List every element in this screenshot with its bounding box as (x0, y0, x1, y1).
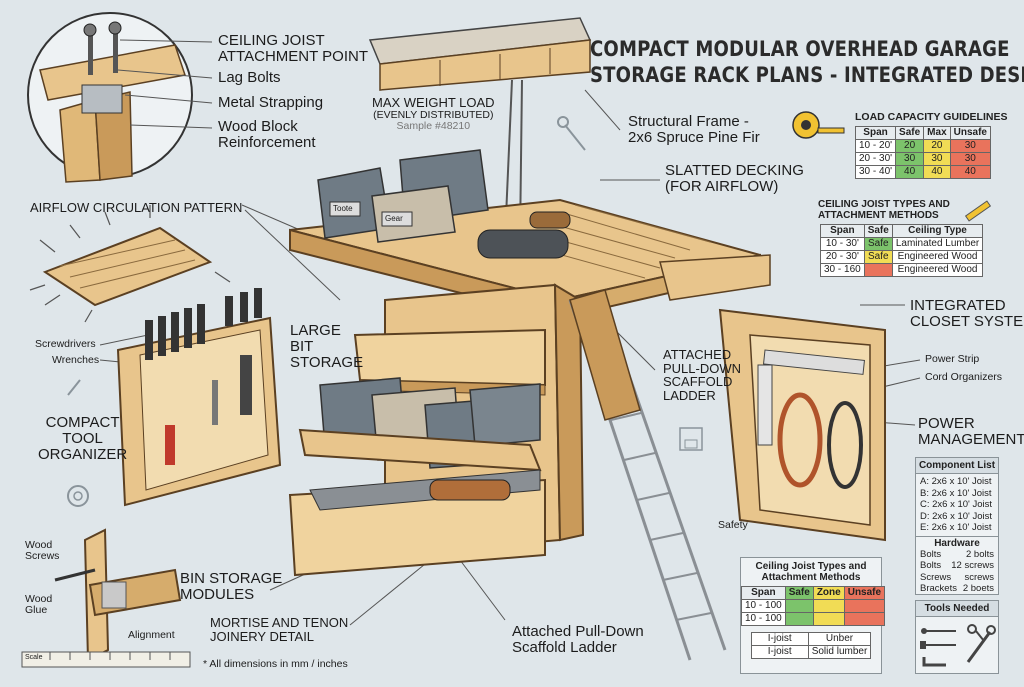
tape-measure-icon (792, 111, 845, 139)
gear-icon (67, 485, 89, 507)
closet-unit (718, 308, 886, 542)
list-item: D: 2x6 x 10' Joist (920, 510, 993, 522)
floppy-disk-icon (679, 427, 703, 451)
top-bins (317, 149, 571, 259)
label-screwdrivers: Screwdrivers (35, 338, 96, 350)
title-line-1: COMPACT MODULAR OVERHEAD GARAGE (590, 37, 1010, 61)
ceiling-beam (368, 17, 592, 241)
bin-label-2: Gear (385, 214, 403, 223)
label-safety: Safety (718, 519, 748, 531)
table-row: 20 - 30'Safe Engineered Wood (820, 250, 984, 264)
label-lag-bolts: Lag Bolts (218, 69, 281, 86)
key-icon (967, 624, 985, 642)
title-line-2: STORAGE RACK PLANS - INTEGRATED DESIGN (590, 63, 1024, 88)
list-item: A: 2x6 x 10' Joist (920, 476, 992, 487)
joist-detail-inset (27, 12, 193, 183)
tool-organizer (116, 288, 282, 507)
list-item: E: 2x6 x 10' Joist (920, 522, 992, 533)
mortise-tenon-detail (54, 528, 182, 662)
cabinet (288, 283, 585, 577)
component-list-panel: Component List A: 2x6 x 10' Joist B: 2x6… (915, 457, 999, 595)
hardware-title: Hardware (916, 535, 998, 549)
load-capacity-title: LOAD CAPACITY GUIDELINES (855, 111, 1008, 123)
scale-ruler (21, 651, 191, 668)
label-dimensions: * All dimensions in mm / inches (203, 658, 348, 670)
ladder-wood (569, 289, 641, 421)
label-wrenches: Wrenches (52, 354, 100, 366)
page-title: COMPACT MODULAR OVERHEAD GARAGE STORAGE … (590, 36, 1024, 89)
wrench-icon (557, 116, 586, 151)
label-airflow: AIRFLOW CIRCULATION PATTERN (30, 200, 243, 215)
sample-id: Sample #48210 (396, 119, 471, 132)
scale-label: Scale (25, 654, 43, 661)
component-list-title: Component List (916, 458, 998, 474)
tools-needed-panel: Tools Needed (915, 600, 999, 674)
bin-label-1: Toote (333, 204, 353, 213)
wrench-icon (966, 625, 996, 663)
pencil-icon (67, 379, 81, 396)
table-row: 10 - 100 (741, 599, 886, 613)
list-item: C: 2x6 x 10' Joist (920, 499, 993, 510)
label-alignment: Alignment (128, 629, 175, 641)
label-slatted-decking: SLATTED DECKING(FOR AIRFLOW) (665, 162, 804, 195)
screw-icon (921, 628, 956, 634)
table-row: 10 - 100 (741, 612, 886, 626)
label-structural-frame: Structural Frame -2x6 Spruce Pine Fir (628, 113, 760, 146)
label-max-weight: MAX WEIGHT LOAD(EVENLY DISTRIBUTED) Samp… (372, 95, 495, 132)
list-item: B: 2x6 x 10' Joist (920, 487, 992, 499)
table-row: 10 - 30'Safe Laminated Lumber (820, 237, 984, 251)
tools-needed-icons (920, 624, 996, 667)
label-power-strip: Power Strip (925, 353, 980, 365)
tools-needed-title: Tools Needed (916, 601, 998, 617)
bracket-icon (922, 657, 946, 667)
label-metal-strapping: Metal Strapping (218, 94, 324, 111)
level-icon (964, 200, 992, 222)
airflow-grid (29, 205, 231, 323)
table-row: 30 - 160 Engineered Wood (820, 263, 984, 277)
bolt-icon (920, 641, 956, 649)
label-cord-organizers: Cord Organizers (925, 371, 1003, 383)
